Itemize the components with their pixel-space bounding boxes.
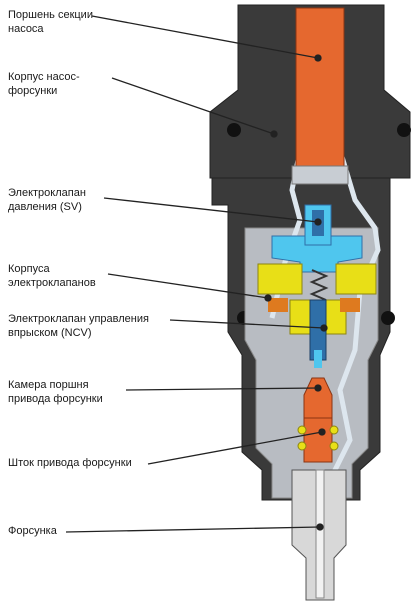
ring-right-lower: [381, 311, 395, 325]
rod-ball-1: [297, 425, 307, 435]
coil-left: [268, 298, 288, 312]
leader-valve-housings: [107, 273, 269, 299]
label-ncv-valve: Электроклапан управления впрыском (NCV): [8, 313, 149, 339]
rod-ball-3: [297, 441, 307, 451]
fuel-channel-right: [327, 149, 381, 499]
leader-piston-chamber: [125, 387, 319, 391]
rod-ball-2: [329, 425, 339, 435]
ring-left: [227, 123, 241, 137]
pump-piston-guide: [291, 165, 349, 185]
valve-housing-left: [257, 263, 303, 295]
nozzle-needle: [315, 469, 325, 599]
leader-lines: [65, 15, 328, 533]
coil-right: [340, 298, 360, 312]
valve-housing-right: [335, 263, 377, 295]
label-nozzle: Форсунка: [8, 525, 57, 537]
leader-pressure-valve: [103, 197, 319, 223]
leader-injector-body: [111, 77, 275, 135]
ncv-valve-lower: [314, 350, 322, 368]
label-valve-housings: Корпуса электроклапанов: [8, 263, 96, 289]
rod-ball-4: [329, 441, 339, 451]
actuator-rod: [303, 417, 333, 463]
leader-ncv-valve: [169, 319, 325, 329]
leader-pump-piston: [91, 15, 319, 59]
leader-actuator-rod: [147, 431, 323, 465]
label-actuator-rod: Шток привода форсунки: [8, 457, 132, 469]
label-piston-chamber: Камера поршня привода форсунки: [8, 379, 103, 405]
ring-right: [397, 123, 411, 137]
label-pressure-valve: Электроклапан давления (SV): [8, 187, 86, 213]
leader-nozzle: [65, 526, 321, 533]
label-pump-piston: Поршень секции насоса: [8, 9, 93, 35]
sv-spring: [309, 269, 329, 301]
pump-piston: [295, 7, 345, 167]
label-injector-body: Корпус насос- форсунки: [8, 71, 80, 97]
